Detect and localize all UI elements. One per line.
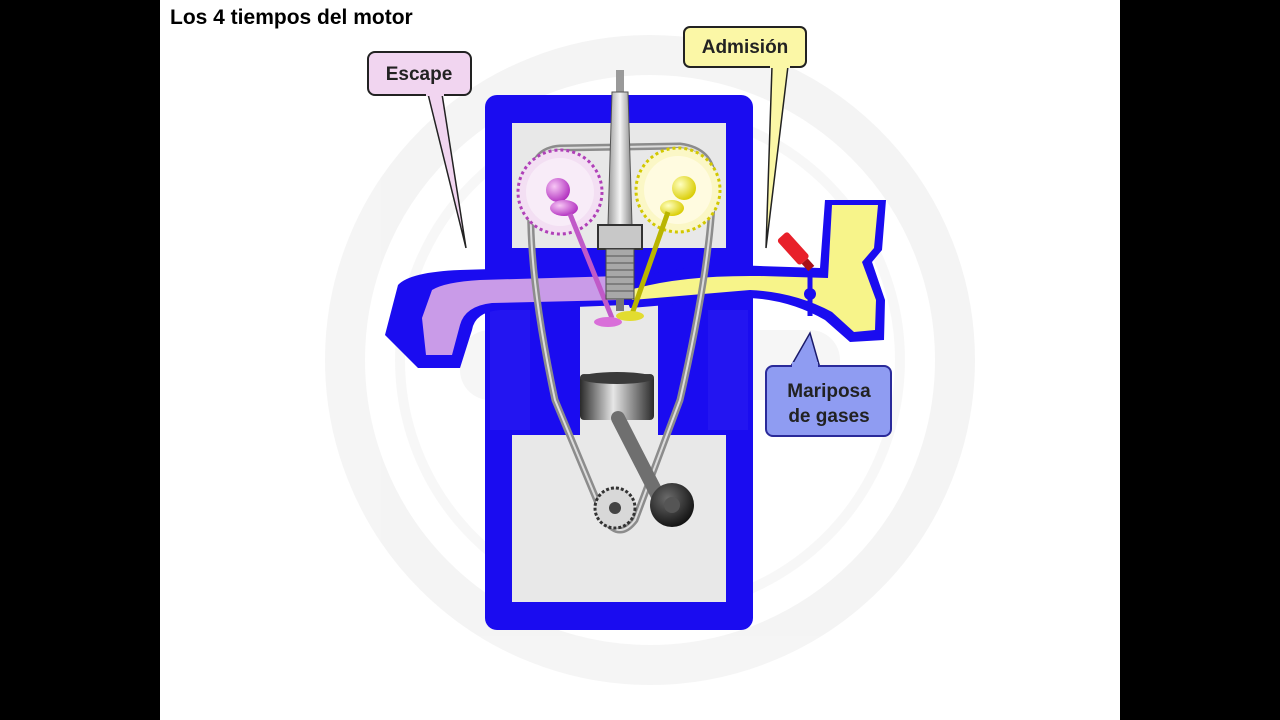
intake-valve-stem [629,211,671,315]
mariposa-callout: Mariposa de gases [765,331,892,437]
mariposa-label-line1: Mariposa [787,381,871,402]
spark-plug-icon [597,70,643,311]
piston-icon [580,372,654,420]
engine-diagram: Escape Admisión Mariposa de gases [325,26,975,685]
intake-camshaft-gear-icon [634,146,722,234]
crankshaft-gear-icon [593,483,694,530]
page-title: Los 4 tiempos del motor [170,6,413,29]
admision-label: Admisión [702,37,789,58]
connecting-rod [611,411,667,507]
escape-callout: Escape [367,51,472,249]
exhaust-valve [594,317,622,327]
exhaust-port [385,265,625,368]
intake-valve [616,311,644,321]
slide: Los 4 tiempos del motor [160,0,1120,720]
admision-callout: Admisión [683,26,807,249]
exhaust-camshaft-gear-icon [516,148,604,236]
mariposa-label-line2: de gases [788,406,869,427]
escape-label: Escape [386,64,453,85]
fuel-injector-icon [777,232,815,272]
exhaust-valve-stem [567,213,615,319]
intake-port [620,200,886,342]
throttle-valve-icon [804,272,816,316]
